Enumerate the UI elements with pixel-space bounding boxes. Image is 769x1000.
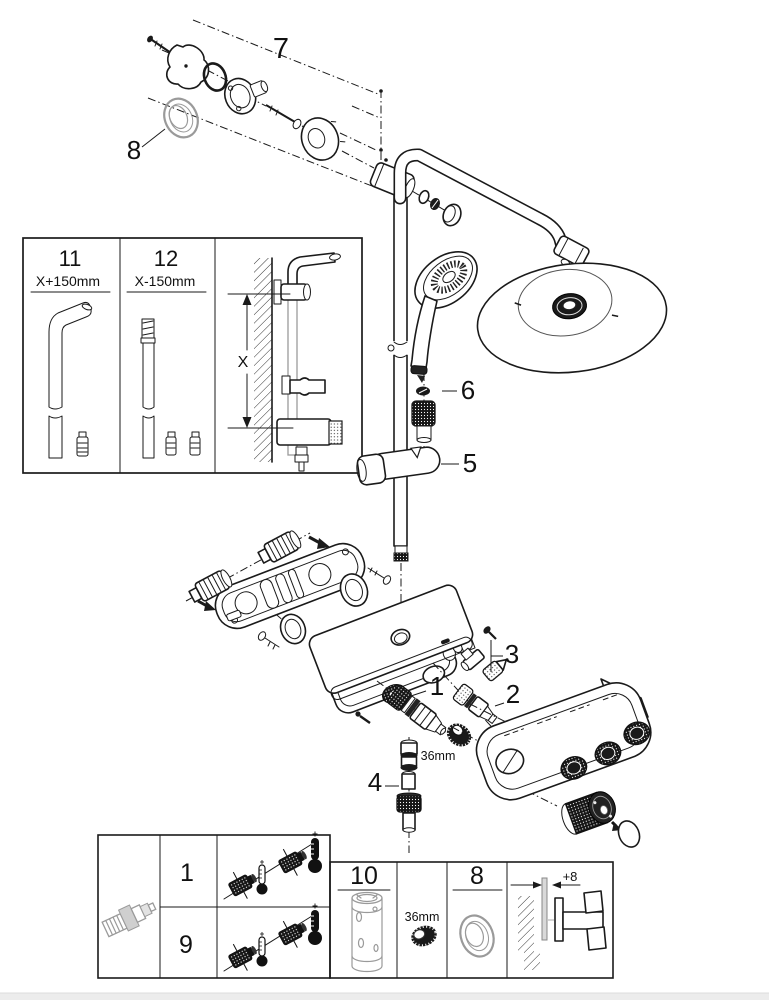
callout-2: 2 [506, 679, 520, 709]
bottom-inset: 1 9 [97, 831, 614, 979]
head-shower [476, 262, 668, 374]
extension-ring-part8 [163, 97, 199, 139]
diverter-part3 [460, 626, 508, 682]
thermometer-icon [308, 903, 322, 945]
knob-cap [617, 820, 641, 848]
inset-dim-11: X+150mm [36, 273, 100, 289]
cover-knob [594, 741, 622, 766]
union-flange [223, 77, 269, 115]
calibration-diagram-row1 [223, 831, 322, 900]
cell-8-label: 8 [470, 862, 484, 890]
escutcheon-ring [300, 117, 346, 161]
extension-tube-art [351, 891, 383, 973]
bent-pipe-art [47, 301, 93, 459]
shower-column-group: 6 5 [339, 89, 668, 632]
mounting-bracket-bar [214, 542, 366, 630]
thermometer-icon [256, 932, 268, 967]
cartridge-group: 3 1 2 [368, 626, 546, 853]
callout-5: 5 [463, 448, 477, 478]
thermostat-assembly-group [185, 530, 476, 724]
callout-4: 4 [368, 767, 382, 797]
inset-num-11: 11 [59, 246, 82, 271]
cell-36mm-label: 36mm [405, 910, 440, 924]
hand-shower [410, 251, 478, 383]
shower-holder-part5 [356, 446, 441, 486]
bracket-screw [257, 567, 392, 650]
cover-knob [560, 756, 588, 780]
calibration-diagram-row9 [223, 903, 322, 972]
union-fitting [188, 569, 233, 603]
cover-knob [623, 721, 651, 746]
bracket-washer [418, 189, 430, 205]
trim-o-ring [202, 62, 228, 92]
nut-36mm-art [411, 925, 437, 947]
thermometer-icon [308, 831, 322, 873]
shelf-plate [308, 584, 474, 701]
bracket-cap [442, 203, 462, 227]
flange-screw [265, 104, 302, 130]
thermometer-icon [256, 860, 268, 895]
fastener-arrow [197, 535, 330, 611]
page-footer-bar [0, 992, 769, 1000]
extension-ring-art [459, 914, 495, 958]
union-fitting [257, 530, 302, 564]
straight-pipe-art [140, 318, 201, 459]
callout-6: 6 [461, 375, 475, 405]
shower-rail [393, 185, 408, 547]
callout-7: 7 [273, 33, 289, 65]
grey-cartridge-art [101, 902, 157, 938]
thermo-cartridge-part1 [387, 684, 447, 736]
callout-8: 8 [127, 135, 141, 165]
cap-nut-36mm [446, 723, 472, 747]
wall-union-trim-group: 7 8 [127, 19, 379, 189]
outlet-connector-part4 [396, 737, 422, 853]
offset-8-label: +8 [563, 869, 578, 884]
lock-nut [339, 573, 369, 607]
lock-nut [279, 613, 307, 645]
table-row-9-label: 9 [179, 931, 193, 959]
callout-3: 3 [505, 639, 519, 669]
shower-arm [393, 148, 570, 257]
mount-height-diagram: X [227, 252, 343, 472]
wrench-size-label: 36mm [421, 749, 456, 763]
cover-shell [475, 682, 652, 801]
wall-offset-diagram: +8 [510, 869, 607, 970]
mounting-screw [147, 35, 172, 54]
table-row-1-label: 1 [180, 859, 194, 887]
hose-coupling-part6 [411, 373, 436, 458]
valve-cartridge-part2 [452, 683, 498, 724]
callout-1: 1 [430, 671, 444, 701]
inset-num-12: 12 [154, 246, 178, 271]
grip-knob [561, 791, 616, 835]
cell-10-label: 10 [350, 862, 378, 890]
dim-x-label: X [238, 354, 249, 371]
cover-shell-group [451, 678, 652, 848]
arm-end-fitting [553, 235, 590, 267]
pipe-length-inset: 11 X+150mm 12 X-150mm [22, 237, 363, 474]
mounting-plate [166, 44, 210, 90]
inset-dim-12: X-150mm [135, 273, 196, 289]
